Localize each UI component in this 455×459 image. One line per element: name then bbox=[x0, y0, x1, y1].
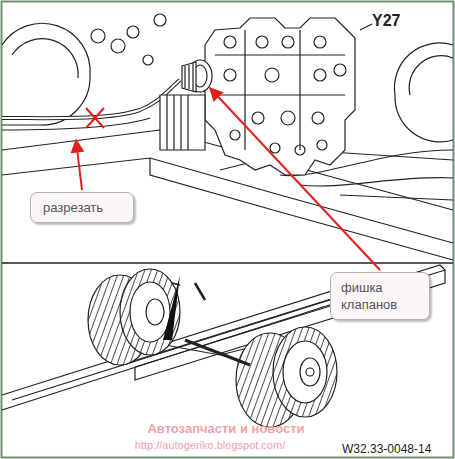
watermark: Автозапчасти и новости bbox=[147, 421, 304, 436]
callout-box: фишка клапанов bbox=[330, 272, 430, 320]
part-code: Y27 bbox=[372, 12, 400, 30]
location-pointer bbox=[163, 275, 180, 340]
callout-text: разрезать bbox=[43, 199, 119, 216]
callout-arrows bbox=[76, 88, 380, 270]
watermark-url: http://autogeriko.blogspot.com/ bbox=[135, 439, 285, 451]
callout-box: разрезать bbox=[30, 192, 134, 223]
figure-number: W32.33-0048-14 bbox=[342, 442, 431, 456]
valve-area-drawing bbox=[2, 14, 453, 260]
callout-text: фишка клапанов bbox=[341, 279, 417, 313]
chassis-drawing bbox=[2, 265, 445, 427]
panel-divider bbox=[2, 262, 453, 264]
